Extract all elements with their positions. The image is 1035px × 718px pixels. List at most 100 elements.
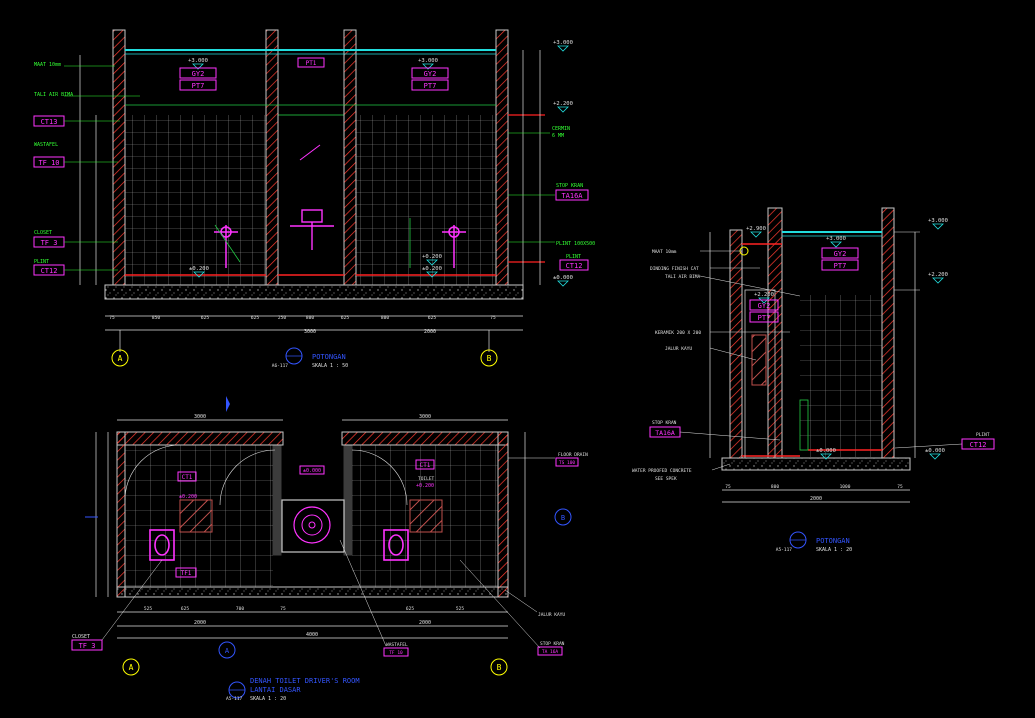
plan-label-floor-drain-size: TS 100: [559, 460, 576, 466]
plan-axis-label-a: A: [129, 663, 134, 672]
sa-dim-4: 250: [278, 315, 286, 321]
sb-tag-ct12: CT12: [970, 441, 987, 449]
sb-level-3: +2.200: [928, 272, 948, 278]
sb-level-5: ±0.000: [925, 448, 945, 454]
sa-dim-1: 850: [152, 315, 160, 321]
sb-label-dinding: DINDING FINISH CAT: [650, 266, 699, 272]
sb-ref: A5-117: [776, 547, 793, 553]
sa-level-7: ±0.200: [422, 266, 442, 272]
plan-axis-label-b: B: [497, 663, 502, 672]
tag-gy2-right: GY2: [424, 70, 437, 78]
plan-label-toilet: TOILET: [418, 476, 435, 482]
sb-label-stop-kran: STOP KRAN: [652, 420, 677, 426]
sb-label-jalur-kayu: JALUR KAYU: [665, 346, 692, 352]
sb-level-1: +3.000: [826, 236, 846, 242]
sa-level-4: ±0.000: [553, 275, 573, 281]
sa-ref: A6-117: [272, 363, 289, 369]
sa-level-6-marker: [426, 259, 438, 266]
tag-tf3: TF 3: [41, 239, 58, 247]
plan-label-floor-drain: FLOOR DRAIN: [558, 452, 588, 458]
plan-wood-left: [179, 499, 213, 533]
axis-label-b: B: [487, 354, 492, 363]
plan-level-left: ±0.200: [179, 494, 197, 500]
sb-level-5-marker: [929, 453, 941, 460]
sb-tag-pt7-top: PT7: [758, 314, 771, 322]
tag-ct12-right: CT12: [566, 262, 583, 270]
sb-tile-wall: [800, 295, 882, 457]
plan-dim-5: 525: [456, 606, 464, 612]
plan-ref: A5-117: [226, 696, 243, 702]
sa-total-dim-2: 2000: [424, 329, 436, 335]
column-2: [265, 29, 279, 286]
sb-title: POTONGAN: [816, 537, 850, 545]
sb-level-0-marker: [750, 231, 762, 238]
label-tali-air: TALI AIR BIMA: [34, 92, 73, 98]
tag-ct12-left: CT12: [41, 267, 58, 275]
sb-level-1-marker: [830, 241, 842, 248]
plan-top-dim-1: 3000: [194, 414, 206, 420]
label-stop-kran: STOP KRAN: [556, 183, 583, 189]
sa-dim-5: 800: [306, 315, 314, 321]
sb-level-6: ±0.000: [816, 448, 836, 454]
plan-dim-0: 525: [144, 606, 152, 612]
sa-level-0: +3.000: [188, 58, 208, 64]
plan-overall-dim: 4000: [306, 632, 318, 638]
axis-bubble-b: [480, 349, 498, 367]
section-a: +3.000+2.200+3.000+3.000±0.000±0.200+0.2…: [33, 29, 595, 369]
plan-wood-right: [409, 499, 443, 533]
sb-level-2-marker: [932, 223, 944, 230]
sb-level-2: +3.000: [928, 218, 948, 224]
shower-left: [214, 225, 238, 268]
sb-dim-2: 1000: [840, 484, 851, 490]
sb-dim-0: 75: [725, 484, 731, 490]
plan-label-jalur-kayu: JALUR KAYU: [538, 612, 565, 618]
plan-tag-tf3: TF 3: [79, 642, 96, 650]
sa-level-2-marker: [422, 63, 434, 70]
label-plint-size: PLINT 100X500: [556, 241, 595, 247]
sa-dim-6: 625: [341, 315, 349, 321]
sa-level-2: +3.000: [418, 58, 438, 64]
tag-tf10: TF 10: [38, 159, 59, 167]
sb-dim-1: 800: [771, 484, 779, 490]
sb-tag-ta16a: TA16A: [655, 429, 675, 437]
sa-dim-9: 75: [490, 315, 496, 321]
plan-label-closet: CLOSET: [72, 634, 90, 640]
plan-dim-2: 700: [236, 606, 244, 612]
sa-level-3-marker: [557, 45, 569, 52]
plan-tag-ct1-right: CT1: [420, 462, 431, 469]
plan-total-dim-2: 2000: [419, 620, 431, 626]
sb-level-6-marker: [820, 453, 832, 460]
sa-level-1-marker: [557, 106, 569, 113]
sb-tag-gy2: GY2: [834, 250, 847, 258]
sb-label-waterproof: WATER PROOFED CONCRETE: [632, 468, 692, 474]
sa-level-4-marker: [557, 280, 569, 287]
plan-section-mark-a: A: [225, 647, 230, 655]
toilet-right: [383, 529, 409, 561]
sb-dim-3: 75: [897, 484, 903, 490]
sa-level-6: +0.200: [422, 254, 442, 260]
plan-scale: SKALA 1 : 20: [250, 696, 286, 702]
plan-dim-1: 625: [181, 606, 189, 612]
sa-level-5-marker: [193, 271, 205, 278]
plan-total-dim-1: 2000: [194, 620, 206, 626]
label-plint-right: PLINT: [566, 254, 581, 260]
sa-dim-7: 800: [381, 315, 389, 321]
section-a-tile-left: [125, 115, 267, 285]
sb-tag-gy2-top: GY2: [758, 302, 771, 310]
floor-slab: [104, 284, 524, 300]
sb-wood-strip: [751, 334, 767, 386]
axis-bubble-a: [111, 349, 129, 367]
plan-tag-ct1-left: CT1: [182, 474, 193, 481]
plan-bottom-wall: [116, 586, 509, 598]
tag-pt7-right: PT7: [424, 82, 437, 90]
sb-label-see-spek: SEE SPEK: [655, 476, 677, 482]
section-a-tile-right: [355, 115, 497, 285]
sa-dim-8: 625: [428, 315, 436, 321]
tag-pt1: PT1: [306, 60, 317, 67]
shower-right: [442, 225, 466, 268]
plan-label-wastafel: WASTAFEL: [386, 642, 408, 648]
sa-level-5: ±0.200: [189, 266, 209, 272]
